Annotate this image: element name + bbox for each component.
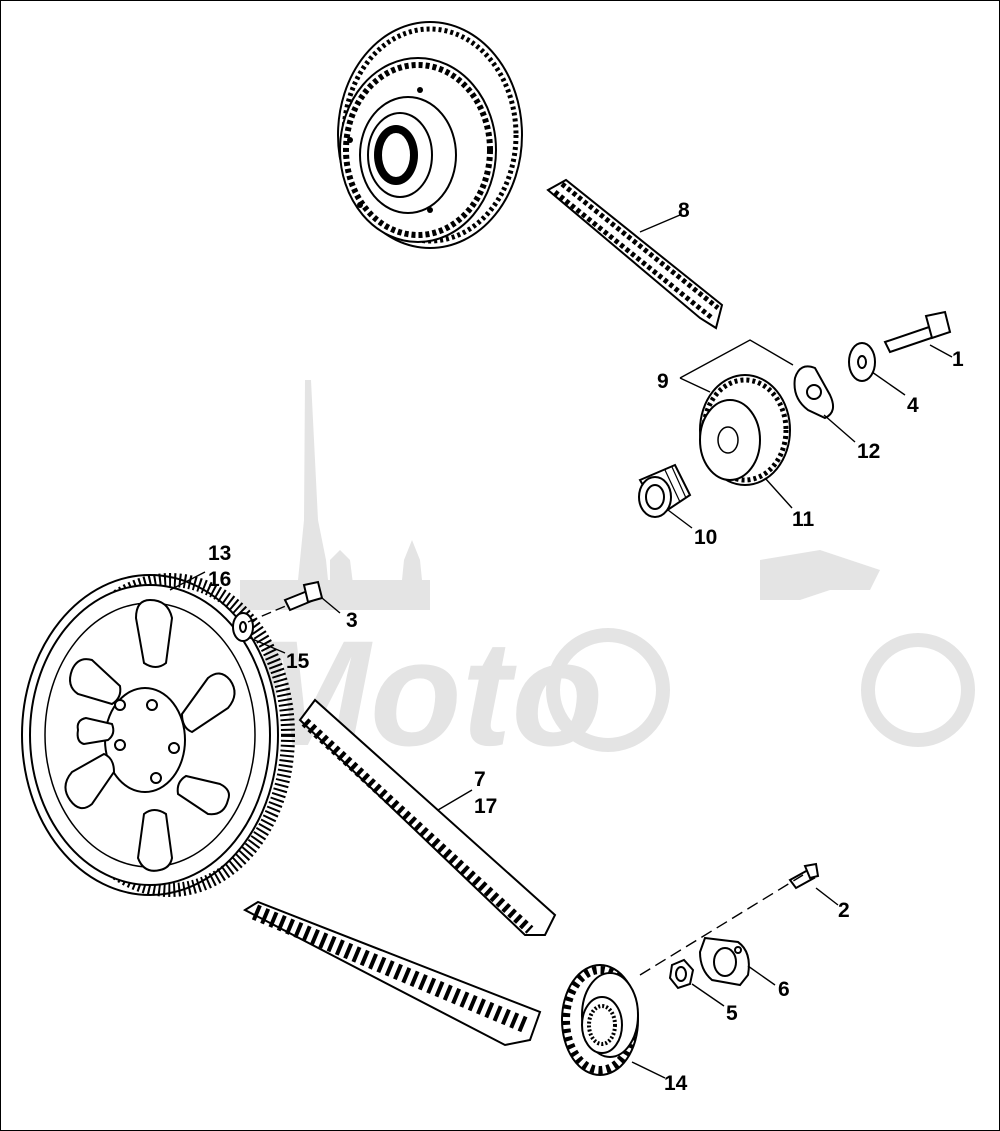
watermark-motorcycle: [760, 550, 880, 600]
rear-belt-pulley: [21, 573, 295, 897]
callout-1: 1: [952, 348, 964, 371]
lock-plate: [698, 936, 750, 987]
watermark-church-spire: [240, 380, 430, 610]
callout-6: 6: [778, 978, 790, 1001]
washer: [848, 342, 876, 382]
watermark-front-wheel: [546, 628, 670, 752]
callout-17: 17: [474, 795, 497, 818]
callout-14: 14: [664, 1072, 688, 1095]
callout-3: 3: [346, 609, 358, 632]
drive-belt: [242, 698, 557, 1047]
callout-5: 5: [726, 1002, 738, 1025]
callout-4: 4: [907, 394, 919, 417]
bolt: [883, 310, 952, 354]
callout-9: 9: [657, 370, 669, 393]
leader-lines: [169, 214, 953, 1079]
callout-10: 10: [694, 526, 717, 549]
compensating-sprocket: [699, 374, 791, 486]
transmission-pulley: [561, 964, 639, 1076]
callout-2: 2: [838, 899, 850, 922]
mainshaft-nut: [668, 958, 695, 990]
callout-8: 8: [678, 199, 690, 222]
pulley-washer: [232, 612, 254, 642]
callout-15: 15: [286, 650, 310, 673]
callout-7: 7: [474, 768, 486, 791]
sprocket-spacer: [638, 463, 692, 518]
primary-chain: [546, 178, 724, 330]
clutch-assembly: [337, 21, 523, 249]
lock-tab: [793, 365, 835, 420]
callout-labels: 1 2 3 4 5 6 7 8 9 10 11 12 13 14 15 16 1…: [208, 199, 964, 1095]
callout-11: 11: [792, 508, 815, 531]
lock-plate-screw: [788, 862, 820, 890]
watermark-rear-wheel: [861, 633, 975, 747]
callout-16: 16: [208, 568, 231, 591]
callout-12: 12: [857, 440, 880, 463]
callout-13: 13: [208, 542, 231, 565]
